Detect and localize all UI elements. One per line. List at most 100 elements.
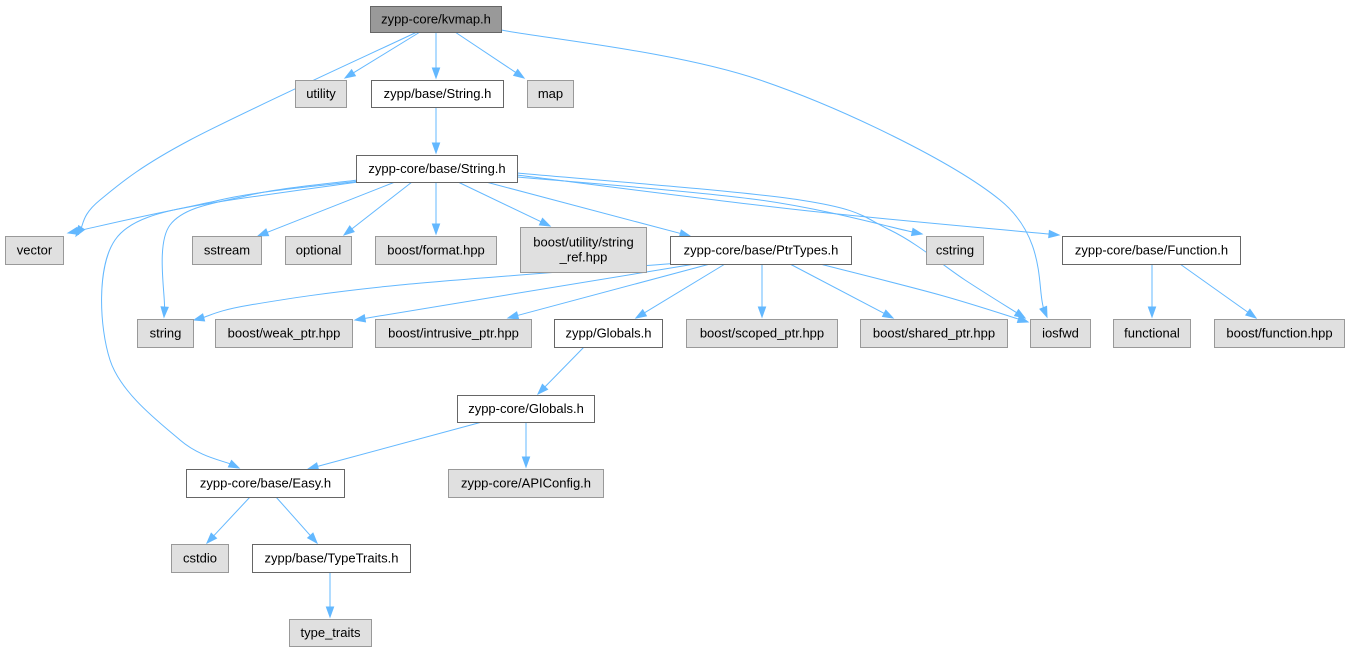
node-box bbox=[356, 155, 518, 183]
edge-line bbox=[351, 31, 421, 75]
node-apiconfig: zypp-core/APIConfig.h bbox=[448, 469, 604, 498]
node-label: utility bbox=[306, 86, 336, 101]
node-label: zypp/base/TypeTraits.h bbox=[265, 551, 399, 566]
node-label: _ref.hpp bbox=[559, 250, 608, 265]
edge-kvmap-to-utility bbox=[343, 31, 421, 79]
node-box bbox=[371, 80, 504, 108]
arrowhead-icon bbox=[431, 142, 441, 155]
node-label: boost/scoped_ptr.hpp bbox=[700, 326, 824, 341]
node-box bbox=[527, 80, 574, 108]
node-label: string bbox=[150, 326, 182, 341]
edge-line bbox=[265, 181, 396, 234]
node-ptrtypes[interactable]: zypp-core/base/PtrTypes.h bbox=[670, 236, 852, 265]
node-boost-function: boost/function.hpp bbox=[1214, 319, 1345, 348]
node-label: zypp-core/base/Easy.h bbox=[200, 476, 331, 491]
edge-kvmap-to-map bbox=[454, 31, 526, 79]
node-label: map bbox=[538, 86, 563, 101]
node-box bbox=[289, 619, 372, 647]
arrowhead-icon bbox=[343, 68, 357, 79]
node-box bbox=[554, 319, 663, 348]
arrowhead-icon bbox=[66, 226, 80, 235]
node-label: zypp-core/base/String.h bbox=[368, 161, 505, 176]
node-typetraits[interactable]: zypp/base/TypeTraits.h bbox=[252, 544, 411, 573]
edge-line bbox=[101, 180, 361, 466]
node-functional: functional bbox=[1113, 319, 1191, 348]
node-label: iosfwd bbox=[1042, 326, 1079, 341]
edge-line bbox=[212, 496, 251, 538]
arrowhead-icon bbox=[431, 67, 441, 80]
arrowhead-icon bbox=[536, 383, 549, 396]
edge-kvmap-to-vector bbox=[75, 31, 418, 238]
node-label: boost/shared_ptr.hpp bbox=[873, 326, 995, 341]
node-label: zypp/base/String.h bbox=[384, 86, 492, 101]
edge-line bbox=[516, 176, 915, 233]
edge-kvmap-to-iosfwd bbox=[500, 29, 1048, 319]
arrowhead-icon bbox=[227, 459, 241, 469]
edge-zcb_string-to-vector bbox=[66, 181, 359, 235]
arrowhead-icon bbox=[1048, 229, 1061, 239]
node-shared-ptr: boost/shared_ptr.hpp bbox=[860, 319, 1008, 348]
arrowhead-icon bbox=[1147, 306, 1157, 319]
node-box bbox=[215, 319, 353, 348]
node-label: zypp/Globals.h bbox=[566, 326, 652, 341]
node-label: zypp-core/APIConfig.h bbox=[461, 476, 591, 491]
node-zb-string[interactable]: zypp/base/String.h bbox=[371, 80, 504, 108]
node-zcb-string[interactable]: zypp-core/base/String.h bbox=[356, 155, 518, 183]
edge-line bbox=[516, 174, 1052, 235]
node-box bbox=[1062, 236, 1241, 265]
node-scoped-ptr: boost/scoped_ptr.hpp bbox=[686, 319, 838, 348]
node-zc-globals[interactable]: zypp-core/Globals.h bbox=[457, 395, 595, 423]
node-box bbox=[375, 319, 532, 348]
edge-easy-to-cstdio bbox=[205, 496, 251, 545]
edge-ptrtypes-to-weak_ptr bbox=[353, 263, 696, 323]
node-sstream: sstream bbox=[192, 236, 262, 265]
node-function-h[interactable]: zypp-core/base/Function.h bbox=[1062, 236, 1241, 265]
arrowhead-icon bbox=[1244, 308, 1258, 319]
node-label: cstdio bbox=[183, 551, 217, 566]
arrowhead-icon bbox=[1016, 314, 1030, 324]
node-vector: vector bbox=[5, 236, 64, 265]
node-label: boost/format.hpp bbox=[387, 243, 485, 258]
edge-ptrtypes-to-shared_ptr bbox=[789, 263, 895, 319]
arrowhead-icon bbox=[431, 223, 441, 236]
node-box bbox=[860, 319, 1008, 348]
edge-zcb_string-to-sstream bbox=[256, 181, 396, 237]
edge-function_h-to-functional bbox=[1147, 264, 1157, 319]
arrowhead-icon bbox=[325, 606, 335, 619]
edge-line bbox=[161, 179, 359, 310]
arrowhead-icon bbox=[512, 68, 526, 79]
edge-zcb_string-to-optional bbox=[342, 181, 413, 236]
node-box bbox=[192, 236, 262, 265]
node-label: boost/function.hpp bbox=[1226, 326, 1332, 341]
node-zypp-globals[interactable]: zypp/Globals.h bbox=[554, 319, 663, 348]
edge-line bbox=[457, 181, 543, 223]
node-boost-string-ref: boost/utility/string_ref.hpp bbox=[520, 227, 647, 273]
edge-zb_string-to-zcb_string bbox=[431, 107, 441, 155]
arrowhead-icon bbox=[506, 311, 520, 320]
arrowhead-icon bbox=[521, 456, 531, 469]
edge-line bbox=[1179, 263, 1250, 314]
node-box bbox=[295, 80, 347, 108]
node-label: vector bbox=[17, 243, 53, 258]
edge-zc_globals-to-apiconfig bbox=[521, 422, 531, 469]
arrowhead-icon bbox=[910, 227, 924, 237]
node-box bbox=[448, 469, 604, 498]
edge-line bbox=[819, 263, 1021, 321]
edge-line bbox=[500, 29, 1045, 310]
node-easy[interactable]: zypp-core/base/Easy.h bbox=[186, 469, 345, 498]
node-label: type_traits bbox=[301, 625, 361, 640]
edge-zcb_string-to-string bbox=[160, 179, 359, 319]
edges-layer bbox=[66, 29, 1258, 619]
arrowhead-icon bbox=[192, 313, 206, 322]
node-intrusive-ptr: boost/intrusive_ptr.hpp bbox=[375, 319, 532, 348]
node-boost-format: boost/format.hpp bbox=[375, 236, 497, 265]
node-label: functional bbox=[1124, 326, 1180, 341]
node-box bbox=[520, 227, 647, 273]
node-kvmap[interactable]: zypp-core/kvmap.h bbox=[370, 6, 502, 33]
edge-ptrtypes-to-zypp_globals bbox=[634, 263, 726, 319]
node-box bbox=[5, 236, 64, 265]
arrowhead-icon bbox=[757, 306, 767, 319]
arrowhead-icon bbox=[353, 314, 367, 323]
node-label: zypp-core/base/Function.h bbox=[1075, 243, 1228, 258]
